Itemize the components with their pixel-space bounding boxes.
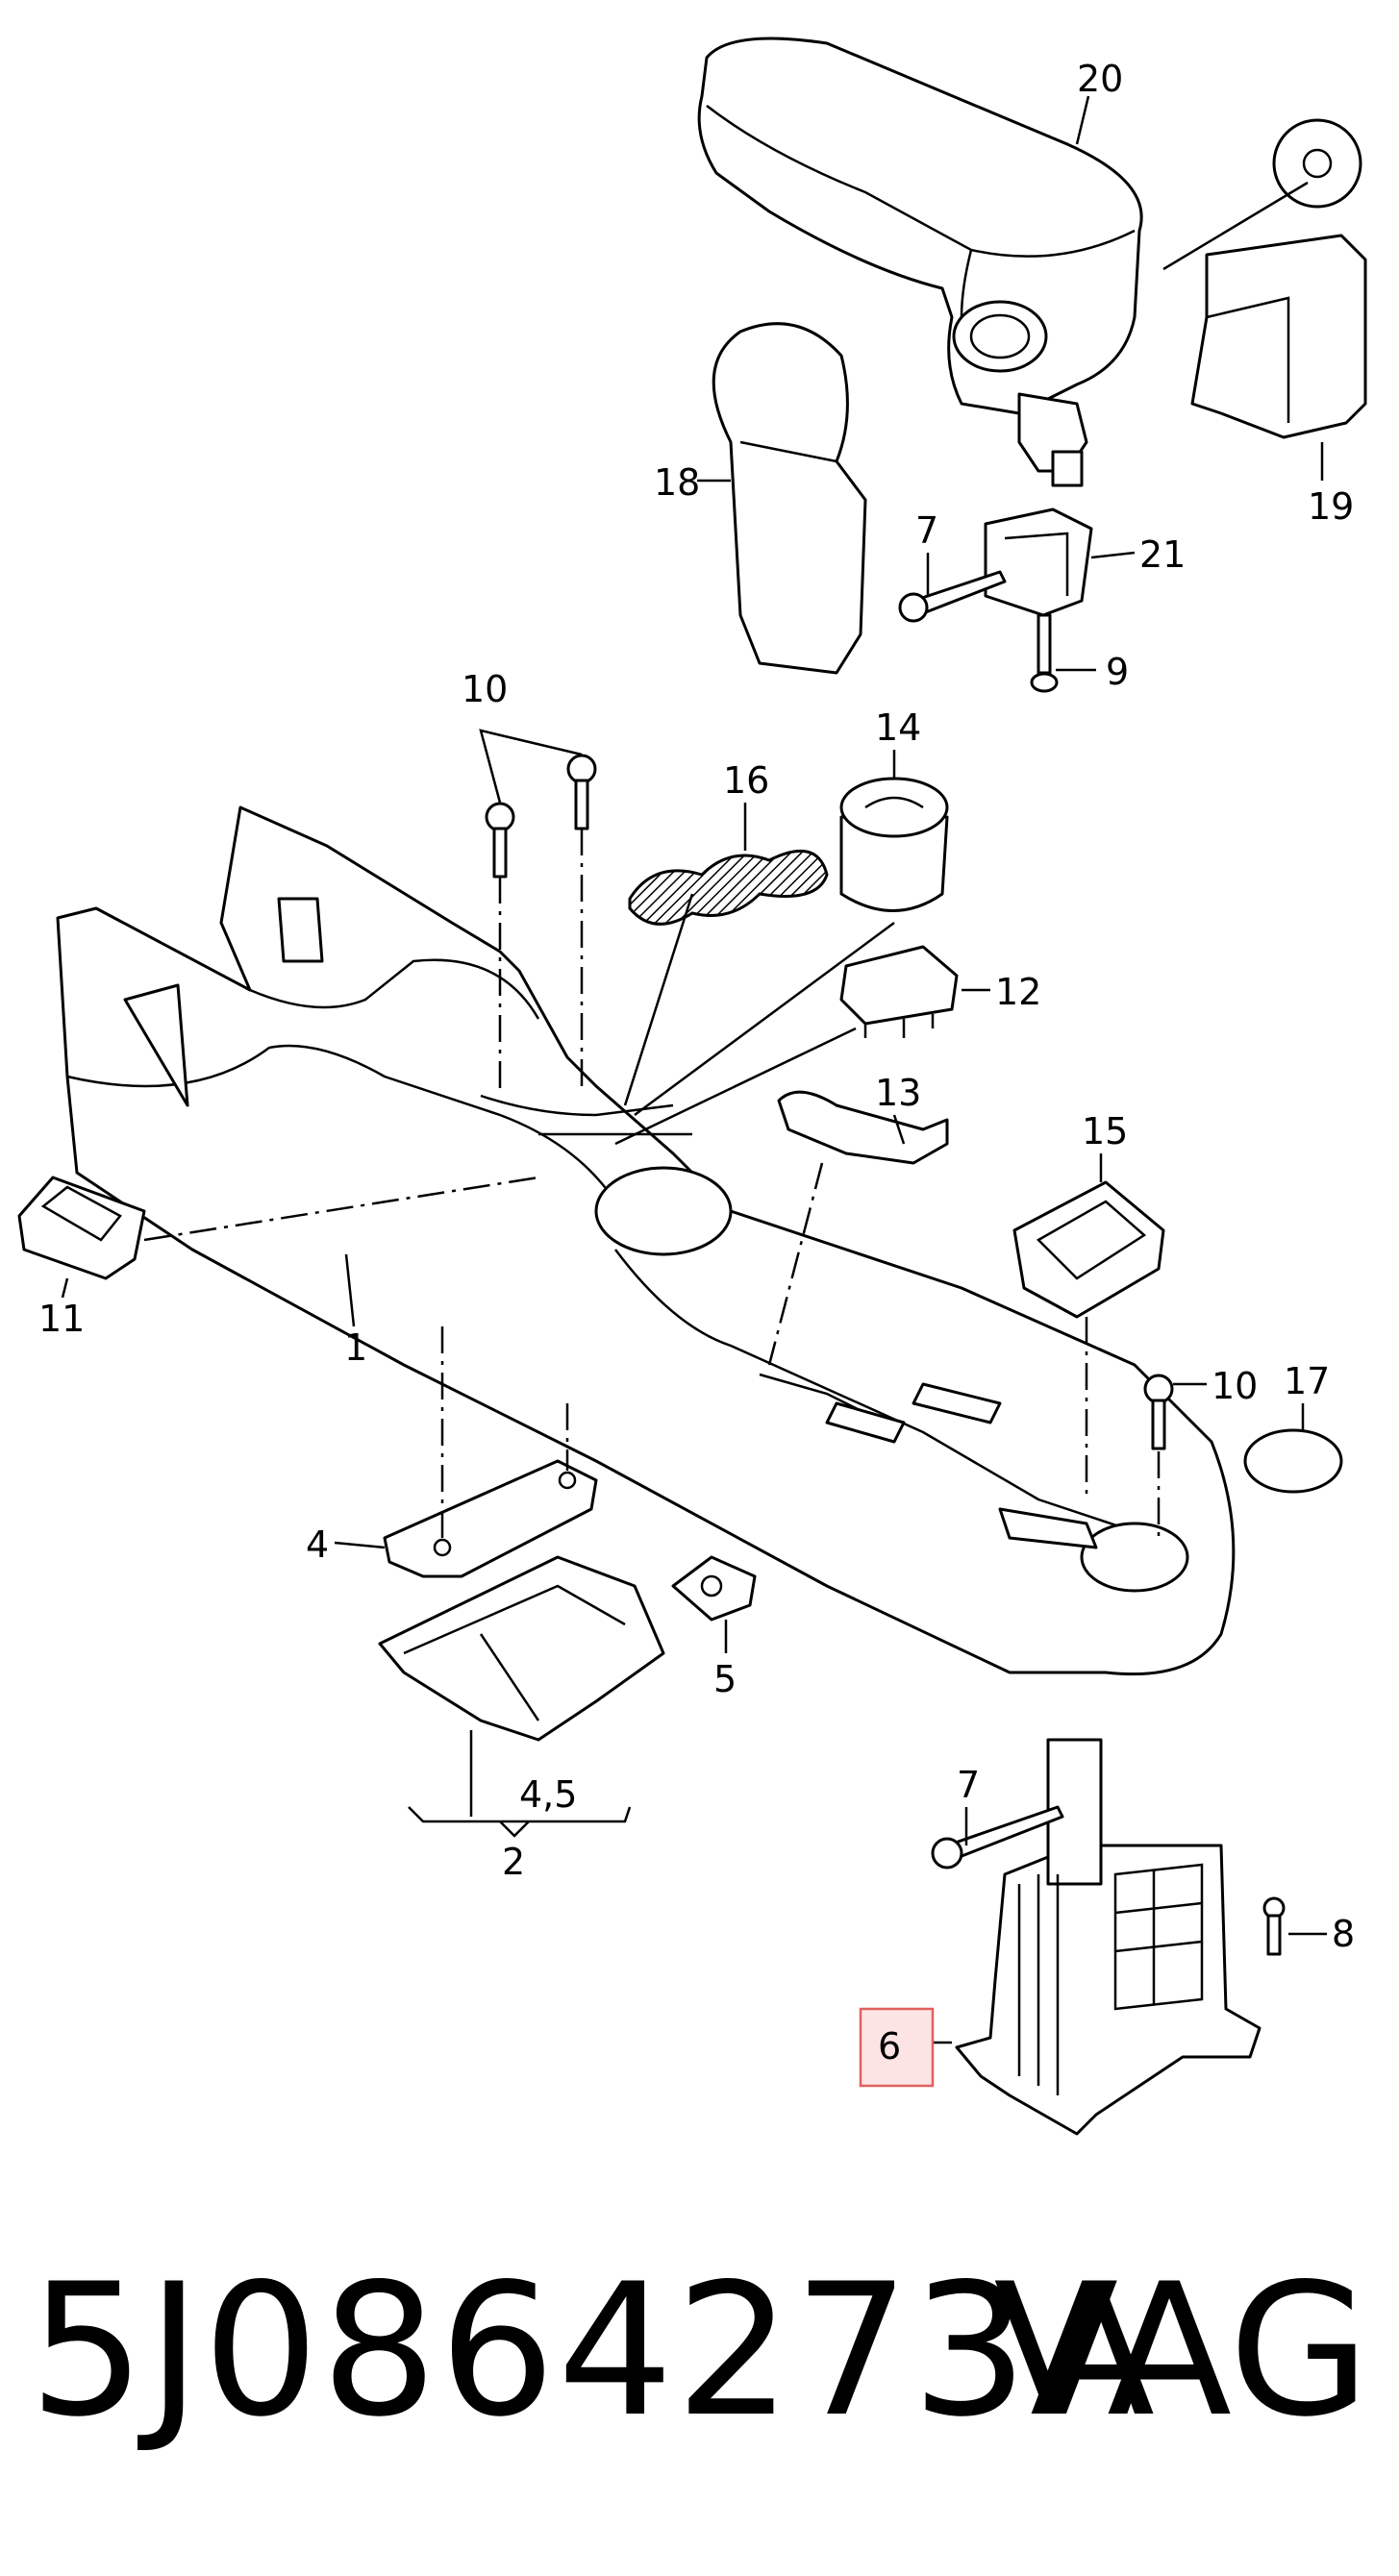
callout-5: 5 [713,1658,737,1700]
trim-strip-part [777,1090,949,1165]
round-pad-part [1243,1428,1343,1494]
callout-18: 18 [654,461,700,504]
base-bracket-part [378,1555,665,1742]
exploded-parts-diagram: 20 19 18 7 21 9 10 14 16 12 13 15 10 17 … [17,37,1367,2136]
center-console-part [56,805,1236,1676]
small-holder-part [17,1176,146,1280]
brand-name: VAG [993,2244,1370,2457]
armrest-part [697,37,1143,487]
callout-4-5: 4,5 [519,1773,577,1816]
clip-part [671,1555,757,1622]
callout-10-right: 10 [1212,1365,1258,1407]
callout-1: 1 [344,1326,367,1369]
armrest-cover-part [1162,118,1367,439]
callout-7-bottom: 7 [957,1764,980,1806]
assembly-lines [143,829,1161,1538]
callout-13: 13 [875,1072,921,1114]
leader-lines [61,95,1327,2044]
callout-6: 6 [878,2025,901,2068]
callout-8: 8 [1332,1913,1355,1955]
callout-16: 16 [723,759,769,802]
callout-14: 14 [875,706,921,749]
callout-11: 11 [38,1298,85,1340]
armrest-side-panel-part [712,322,867,675]
callout-21: 21 [1139,533,1186,576]
callout-6-highlight: 6 [859,2007,935,2088]
callout-17: 17 [1284,1360,1330,1402]
switch-cover-part [839,945,959,1038]
callout-2: 2 [502,1841,525,1883]
callout-7-top: 7 [915,509,938,552]
callout-15: 15 [1082,1110,1128,1152]
holder-part-6 [931,1738,1286,2136]
cupholder-mat-part [628,849,829,926]
part-number: 5J0864273A [29,2244,1158,2457]
armrest-bracket-part [898,508,1093,693]
mounting-bracket-part [383,1459,598,1578]
cup-insert-part [839,777,949,912]
callout-10-top: 10 [462,668,508,710]
callout-9: 9 [1106,651,1129,693]
callout-labels: 20 19 18 7 21 9 10 14 16 12 13 15 10 17 … [38,58,1355,1955]
callout-12: 12 [995,971,1041,1013]
callout-20: 20 [1077,58,1123,100]
callout-4: 4 [306,1523,329,1566]
storage-tray-part [1012,1180,1165,1319]
callout-19: 19 [1308,485,1354,528]
